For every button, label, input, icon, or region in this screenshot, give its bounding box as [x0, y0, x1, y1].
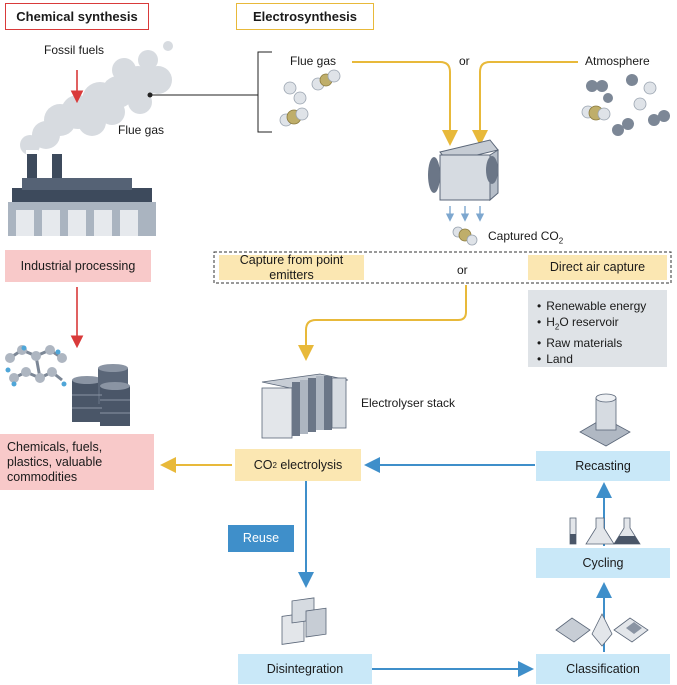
industrial-processing-box: Industrial processing — [5, 250, 151, 282]
requirement-raw-text: Raw materials — [546, 336, 623, 351]
requirement-renewable-text: Renewable energy — [546, 299, 647, 313]
requirement-h2o-reservoir: H2O reservoir — [537, 314, 646, 335]
chemicals-fuels-line-3: commodities — [7, 469, 78, 484]
fossil-fuels-label: Fossil fuels — [44, 43, 105, 57]
capture-point-emitters-box: Capture from point emitters — [219, 253, 364, 282]
chemicals-fuels-line-1: Chemicals, fuels, — [7, 439, 103, 454]
capture-device-icon — [428, 139, 499, 202]
chemicals-fuels-box: Chemicals, fuels, plastics, valuable com… — [0, 434, 154, 490]
disintegration-icon — [281, 597, 327, 645]
header-electrosynthesis: Electrosynthesis — [236, 3, 374, 30]
classification-icon — [555, 613, 649, 647]
disintegration-box: Disintegration — [238, 654, 372, 684]
atmosphere-molecules-icon — [581, 74, 670, 136]
cycling-box: Cycling — [536, 548, 670, 578]
electrolyser-stack-label: Electrolyser stack — [361, 396, 456, 410]
or-mid-label: or — [457, 263, 468, 277]
flue-gas-molecules-icon — [279, 69, 341, 127]
reuse-box: Reuse — [228, 525, 294, 552]
captured-co2-label: Captured CO2 — [488, 229, 563, 248]
chemicals-fuels-text: Chemicals, fuels, plastics, valuable com… — [7, 440, 102, 485]
flue-gas-top-label: Flue gas — [290, 54, 337, 68]
direct-air-capture-box: Direct air capture — [528, 255, 667, 280]
requirement-h2o-subscript: 2 — [554, 322, 560, 332]
co2-electrolysis-subscript: 2 — [272, 460, 277, 470]
or-top-label: or — [459, 54, 470, 68]
requirement-renewable-energy: Renewable energy — [537, 298, 646, 314]
requirement-raw-materials: Raw materials — [537, 335, 646, 351]
chemicals-fuels-line-2: plastics, valuable — [7, 454, 103, 469]
electrolyser-stack-icon — [261, 373, 349, 439]
co2-electrolysis-suffix: electrolysis — [276, 457, 343, 472]
captured-co2-subscript: 2 — [558, 236, 564, 246]
requirement-h2o-text: H — [546, 315, 555, 329]
header-chemical-synthesis: Chemical synthesis — [5, 3, 149, 30]
captured-co2-molecule-icon — [452, 226, 478, 246]
barrels-icon — [72, 364, 130, 426]
molecule-chain-icon — [5, 345, 67, 387]
smoke-cloud-icon — [20, 41, 173, 155]
atmosphere-label: Atmosphere — [585, 54, 650, 68]
requirement-land: Land — [537, 351, 646, 367]
classification-box: Classification — [536, 654, 670, 684]
captured-co2-text: Captured CO — [488, 229, 559, 243]
co2-electrolysis-text: CO — [253, 457, 273, 472]
requirement-h2o-suffix: O reservoir — [559, 315, 619, 329]
recasting-icon — [579, 393, 631, 447]
factory-icon — [8, 150, 156, 236]
flue-gas-left-label: Flue gas — [118, 123, 165, 137]
requirement-land-text: Land — [546, 352, 573, 367]
requirements-list: Renewable energy H2O reservoir Raw mater… — [537, 298, 646, 367]
recasting-box: Recasting — [536, 451, 670, 481]
cycling-labware-icon — [569, 517, 641, 545]
